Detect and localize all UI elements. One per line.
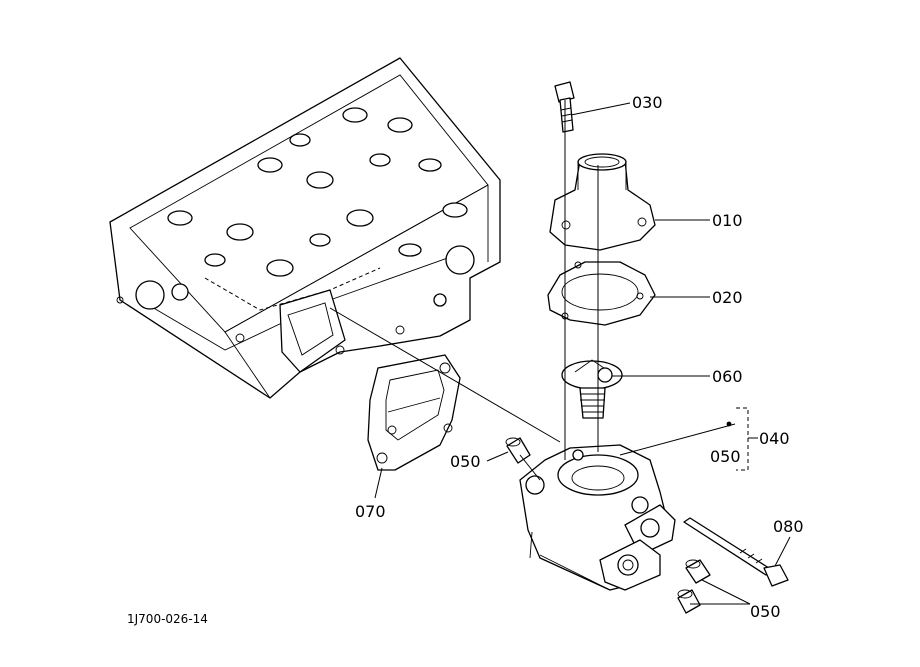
callout-040: 040 [759, 429, 790, 448]
bolt-080 [683, 517, 789, 587]
plug-050-bottom-1 [685, 559, 711, 584]
callout-010: 010 [712, 211, 743, 230]
bracket-dot [726, 421, 732, 427]
gasket-070 [367, 354, 461, 471]
thermostat-060 [561, 359, 623, 419]
reference-code: 1J700-026-14 [127, 612, 208, 626]
alignment-lines [329, 100, 599, 481]
callout-080: 080 [773, 517, 804, 536]
callout-050-left: 050 [450, 452, 481, 471]
bolt-030 [554, 81, 575, 133]
cylinder-head [109, 57, 501, 399]
callout-030: 030 [632, 93, 663, 112]
thermostat-housing [519, 444, 676, 591]
callout-060: 060 [712, 367, 743, 386]
callout-050-bottom: 050 [750, 602, 781, 621]
plug-050-bottom-2 [677, 589, 701, 614]
thermostat-cover-010 [549, 153, 656, 251]
callout-020: 020 [712, 288, 743, 307]
gasket-020 [547, 261, 656, 326]
leader-lines [374, 102, 791, 605]
callout-050-bracket: 050 [710, 447, 741, 466]
callout-070: 070 [355, 502, 386, 521]
plug-050-left [505, 437, 531, 464]
